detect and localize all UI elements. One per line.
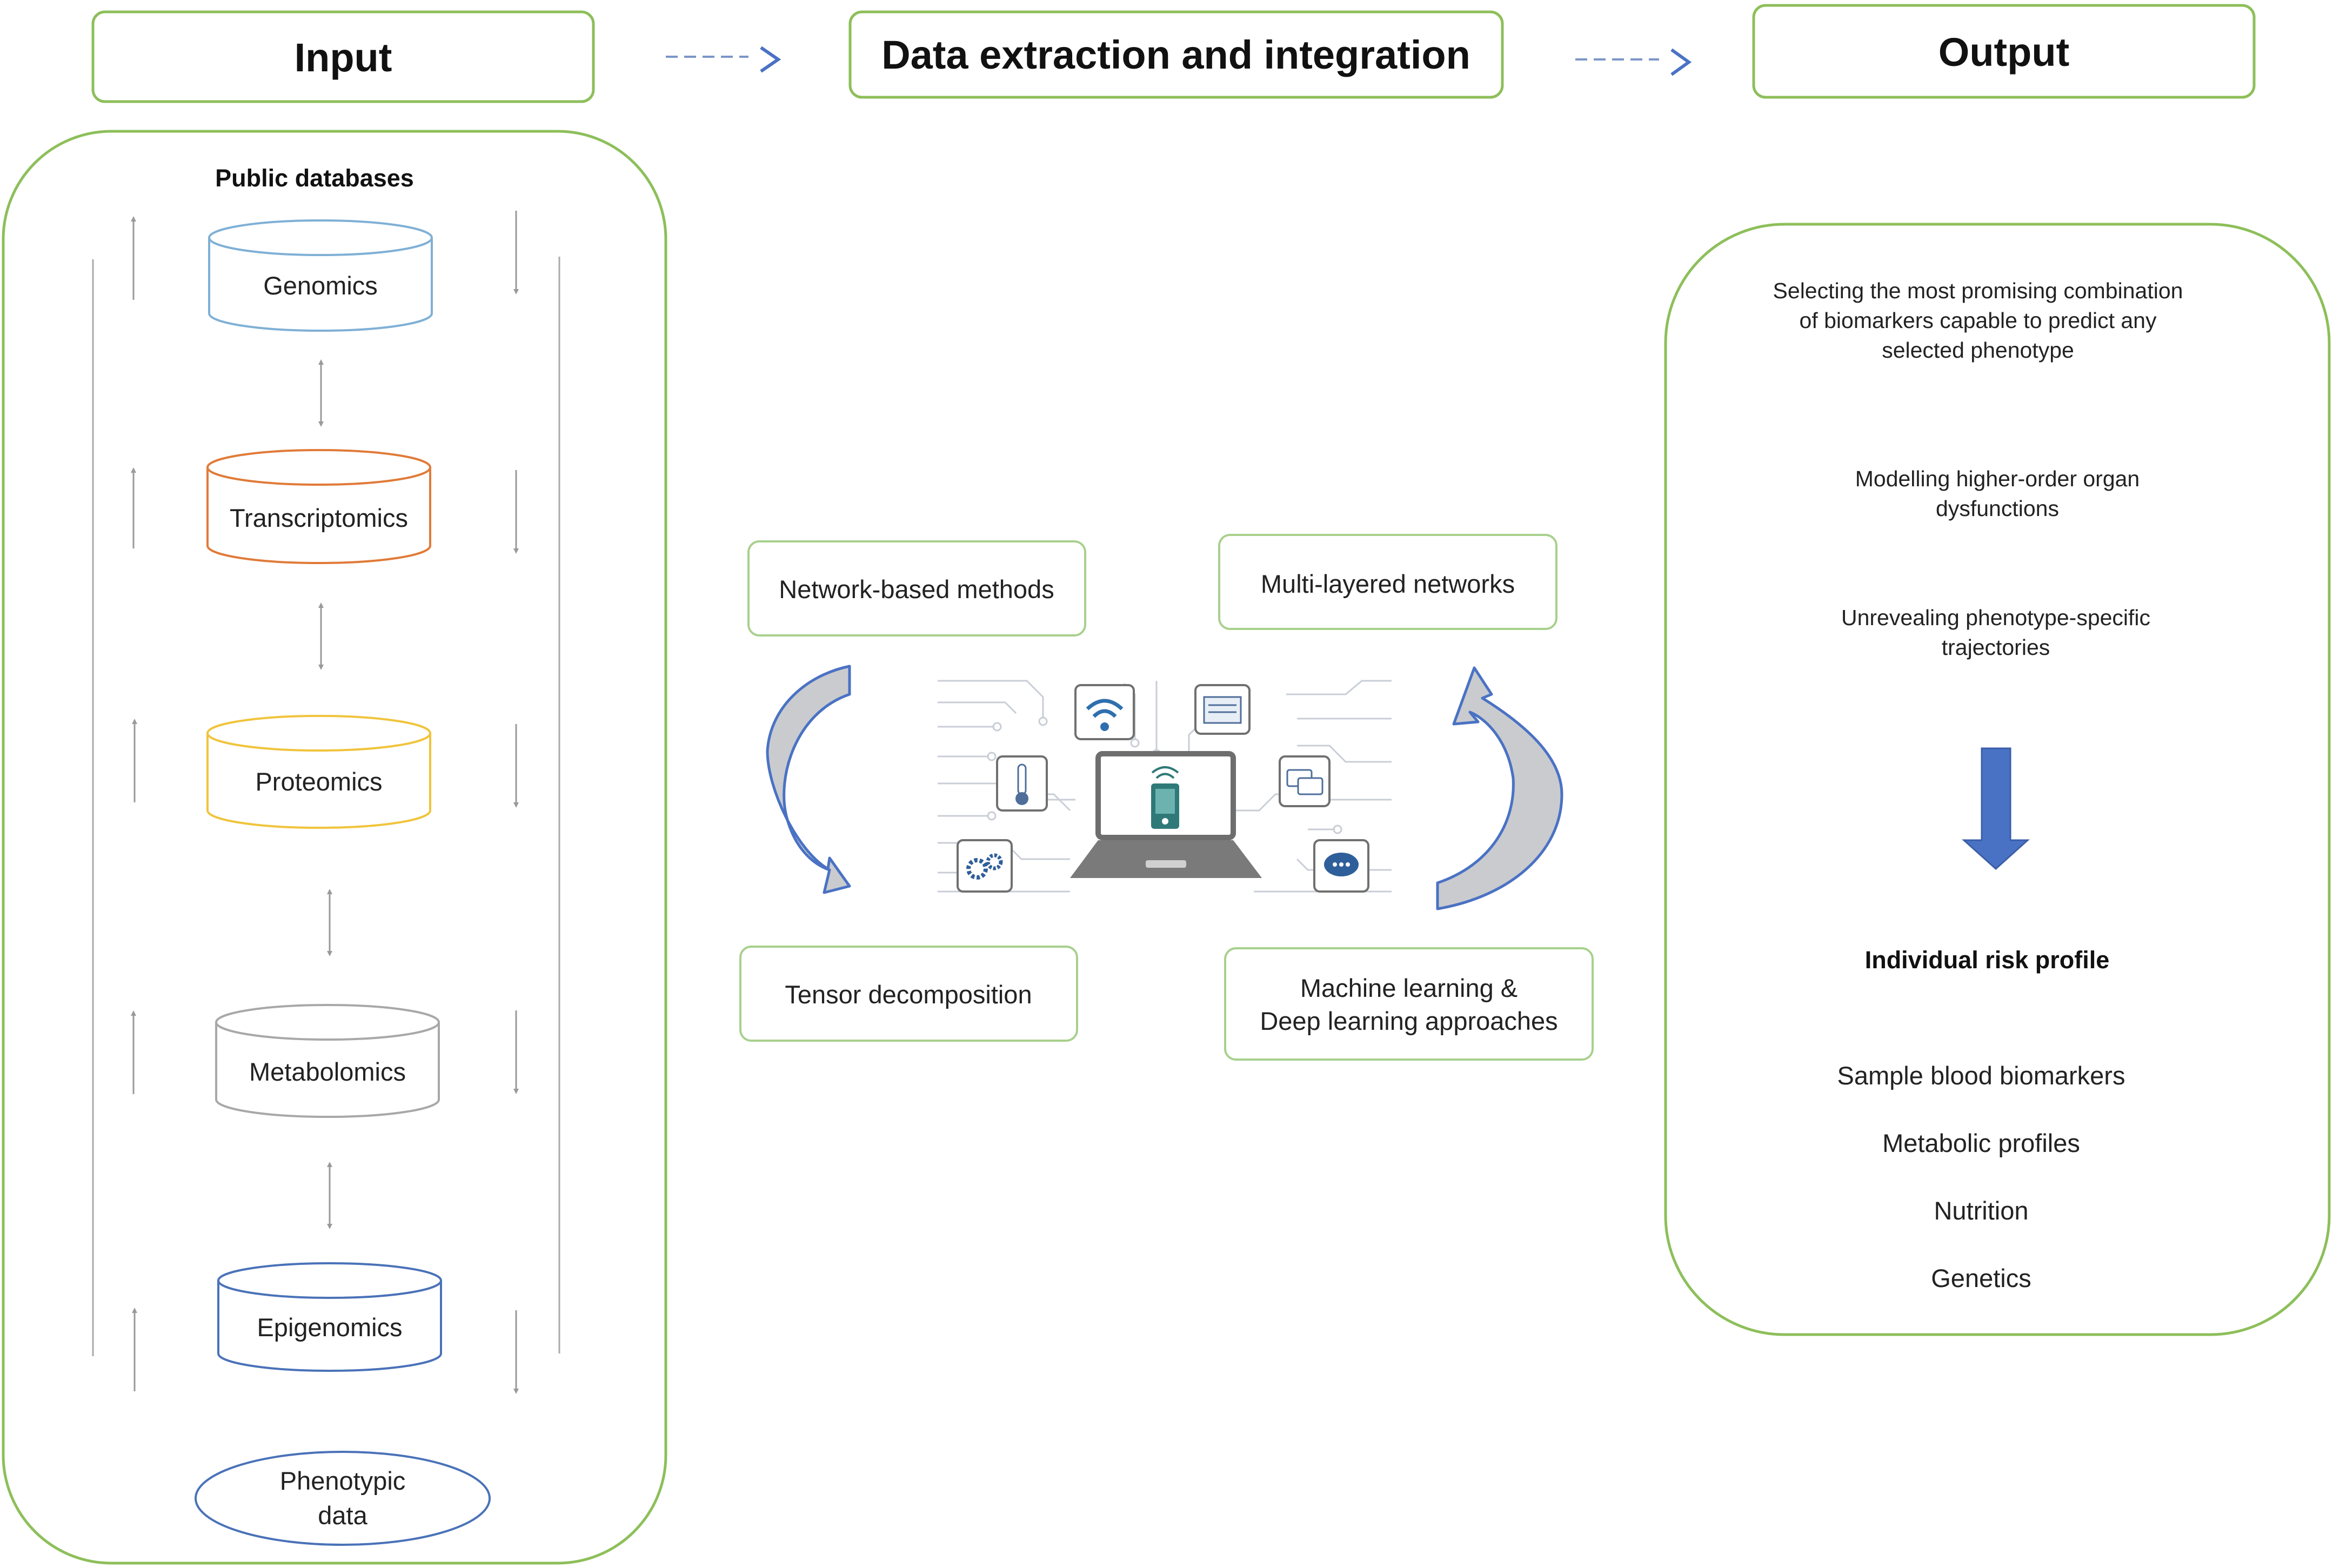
method-ml: Machine learning & Deep learning approac… bbox=[1224, 947, 1594, 1061]
output-para-1: Selecting the most promising combination… bbox=[1773, 278, 2183, 363]
circuit-illustration bbox=[938, 680, 1392, 893]
phenotypic-line2: data bbox=[318, 1501, 367, 1530]
laptop-icon bbox=[1070, 751, 1262, 878]
header-extraction: Data extraction and integration bbox=[848, 10, 1504, 99]
db-label-epigenomics: Epigenomics bbox=[257, 1313, 402, 1342]
db-proteomics: Proteomics bbox=[206, 715, 431, 829]
phenotypic-data: Phenotypic data bbox=[195, 1451, 491, 1546]
output-item-metabolic: Metabolic profiles bbox=[1882, 1129, 2080, 1157]
db-genomics: Genomics bbox=[208, 219, 433, 332]
db-transcriptomics: Transcriptomics bbox=[206, 449, 431, 564]
method-tensor-label: Tensor decomposition bbox=[785, 980, 1032, 1009]
input-panel bbox=[2, 130, 667, 1565]
header-output: Output bbox=[1752, 4, 2256, 99]
header-input: Input bbox=[91, 10, 595, 103]
wifi-icon bbox=[1074, 684, 1135, 740]
output-para-3: Unrevealing phenotype-specific trajector… bbox=[1841, 605, 2150, 660]
phenotypic-line1: Phenotypic bbox=[280, 1466, 406, 1495]
phone-icon bbox=[1151, 766, 1179, 829]
db-epigenomics: Epigenomics bbox=[217, 1262, 442, 1372]
output-item-blood: Sample blood biomarkers bbox=[1837, 1061, 2125, 1090]
gears-icon bbox=[957, 839, 1013, 893]
para3-line2: trajectories bbox=[1942, 635, 2050, 660]
output-item-genetics: Genetics bbox=[1931, 1264, 2031, 1292]
connector-arrows bbox=[318, 359, 332, 1229]
public-databases-title: Public databases bbox=[215, 164, 414, 192]
method-multi-layered-label: Multi-layered networks bbox=[1261, 569, 1515, 598]
header-output-label: Output bbox=[1938, 30, 2069, 75]
db-metabolomics: Metabolomics bbox=[215, 1004, 440, 1118]
db-label-metabolomics: Metabolomics bbox=[249, 1057, 406, 1086]
down-arrow-icon bbox=[1962, 747, 2030, 870]
para1-line2: of biomarkers capable to predict any bbox=[1800, 308, 2157, 333]
flow-arrows-up bbox=[131, 216, 137, 1391]
news-icon bbox=[1194, 684, 1251, 735]
para1-line1: Selecting the most promising combination bbox=[1773, 278, 2183, 303]
method-network-based: Network-based methods bbox=[747, 540, 1086, 636]
para3-line1: Unrevealing phenotype-specific bbox=[1841, 605, 2150, 630]
chat-icon bbox=[1279, 755, 1331, 807]
risk-profile-title: Individual risk profile bbox=[1865, 946, 2110, 974]
para1-line3: selected phenotype bbox=[1882, 338, 2074, 363]
curved-arrow-left bbox=[766, 665, 851, 894]
db-label-genomics: Genomics bbox=[263, 271, 378, 300]
output-para-2: Modelling higher-order organ dysfunction… bbox=[1855, 466, 2140, 521]
para2-line2: dysfunctions bbox=[1936, 496, 2059, 521]
method-ml-line2: Deep learning approaches bbox=[1260, 1007, 1557, 1035]
header-extraction-label: Data extraction and integration bbox=[881, 32, 1470, 77]
db-label-transcriptomics: Transcriptomics bbox=[230, 504, 408, 532]
thermometer-icon bbox=[996, 755, 1048, 812]
speech-bubble-icon bbox=[1313, 839, 1369, 893]
curved-arrow-right bbox=[1436, 666, 1563, 910]
flow-arrow-1 bbox=[666, 46, 781, 73]
db-label-proteomics: Proteomics bbox=[255, 767, 382, 796]
method-network-based-label: Network-based methods bbox=[779, 575, 1054, 604]
header-input-label: Input bbox=[295, 35, 392, 80]
method-ml-line1: Machine learning & bbox=[1300, 974, 1518, 1002]
output-item-nutrition: Nutrition bbox=[1934, 1196, 2028, 1225]
method-tensor: Tensor decomposition bbox=[739, 946, 1078, 1042]
para2-line1: Modelling higher-order organ bbox=[1855, 466, 2140, 491]
flow-arrow-2 bbox=[1575, 48, 1692, 76]
method-multi-layered: Multi-layered networks bbox=[1218, 534, 1557, 630]
